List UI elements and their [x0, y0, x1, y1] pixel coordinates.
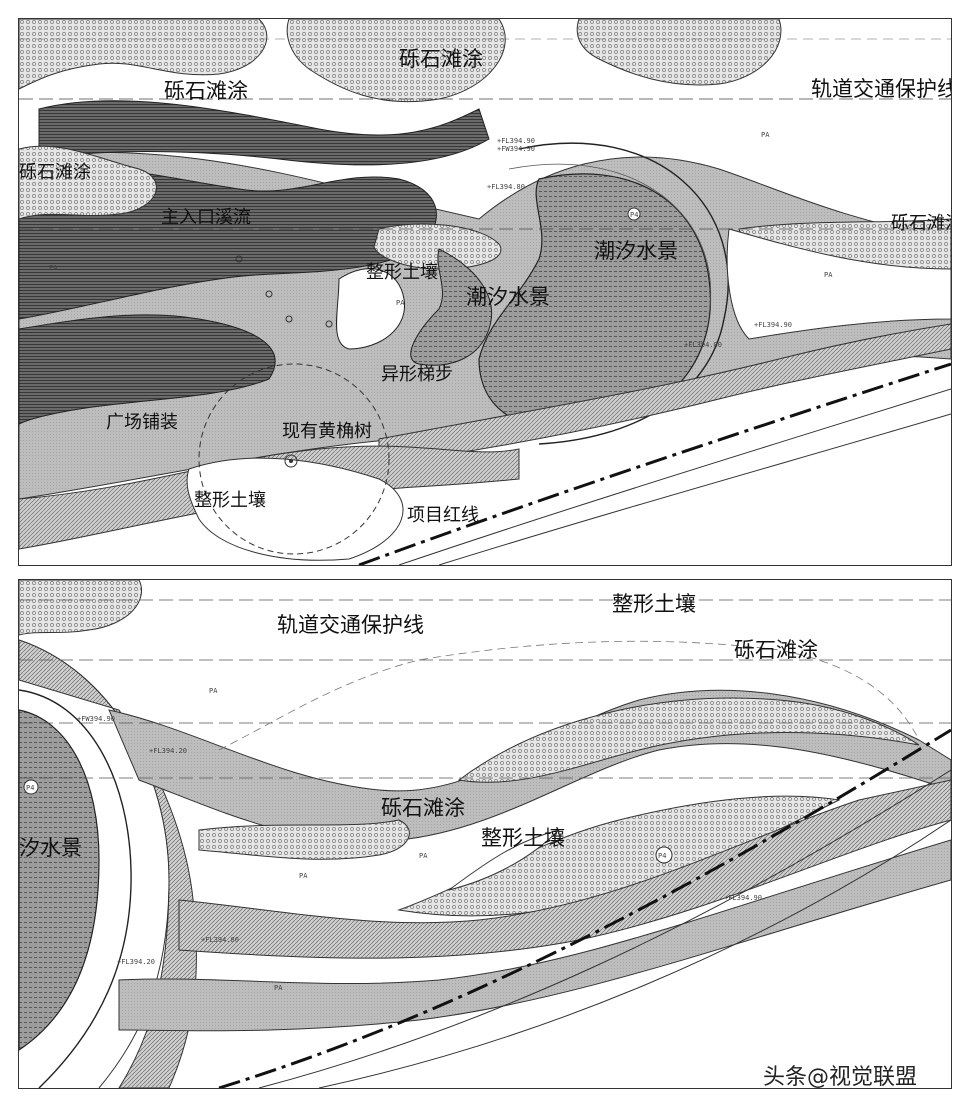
label-shaped-soil-b: 整形土壤: [194, 490, 266, 511]
mark-fw-1: +FW394.90: [497, 145, 535, 153]
plan-panel-bottom: 轨道交通保护线 整形土壤 砾石滩涂 汐水景 砾石滩涂 整形土壤 +FW394.9…: [18, 579, 952, 1089]
label-main-stream: 主入口溪流: [161, 207, 251, 228]
label-red-line: 项目红线: [407, 505, 479, 526]
label-shaped-soil-top: 整形土壤: [612, 592, 696, 616]
mark-p4-right: P4: [658, 852, 667, 860]
label-shaped-soil-mid: 整形土壤: [481, 826, 565, 850]
label-odd-steps: 异形梯步: [381, 364, 453, 385]
mark-p4-left: P4: [26, 784, 35, 792]
mark-pa-3: PA: [396, 299, 405, 307]
mark-fl-4: +FL394.90: [724, 894, 762, 902]
watermark: 头条@视觉联盟: [763, 1065, 918, 1090]
label-tidal-edge: 汐水景: [19, 836, 82, 860]
mark-pa-1: PA: [209, 687, 218, 695]
label-gravel-mid: 砾石滩涂: [381, 796, 465, 820]
mark-fl-3: +FL394.20: [117, 958, 155, 966]
label-existing-tree: 现有黄桷树: [282, 421, 372, 442]
label-gravel-a: 砾石滩涂: [399, 47, 483, 71]
plan-panel-top: 砾石滩涂 砾石滩涂 轨道交通保护线 砾石滩涂 主入口溪流 砾石滩涂 潮汐水景 整…: [18, 18, 952, 566]
label-gravel-d: 砾石滩涂: [891, 213, 951, 234]
label-plaza: 广场铺装: [106, 412, 178, 433]
label-tidal-b: 潮汐水景: [466, 285, 550, 309]
mark-pa-3: PA: [419, 852, 428, 860]
label-rail-line: 轨道交通保护线: [277, 613, 424, 637]
mark-pa-1: PA: [761, 131, 770, 139]
mark-fw-1: +FW394.90: [77, 715, 115, 723]
mark-pa-4: PA: [274, 984, 283, 992]
mark-p4-circle: P4: [630, 211, 639, 219]
mark-pa-2: PA: [824, 271, 833, 279]
plan-drawing-top: [19, 19, 951, 565]
label-tidal-a: 潮汐水景: [594, 239, 678, 263]
mark-pa-4: PA: [49, 264, 58, 272]
mark-fl-2: +FL394.80: [201, 936, 239, 944]
mark-pa-2: PA: [299, 872, 308, 880]
label-rail-line: 轨道交通保护线: [811, 77, 952, 101]
mark-fl-2: +FL394.80: [487, 183, 525, 191]
label-shaped-soil-a: 整形土壤: [366, 262, 438, 283]
label-gravel-c: 砾石滩涂: [19, 162, 91, 183]
mark-fl-1: +FL394.90: [497, 137, 535, 145]
label-gravel-top: 砾石滩涂: [734, 638, 818, 662]
mark-fl-3: +FL394.90: [754, 321, 792, 329]
mark-fl-4: +FL394.80: [684, 341, 722, 349]
plan-drawing-bottom: [19, 580, 951, 1088]
mark-fl-1: +FL394.20: [149, 747, 187, 755]
label-gravel-b: 砾石滩涂: [164, 79, 248, 103]
